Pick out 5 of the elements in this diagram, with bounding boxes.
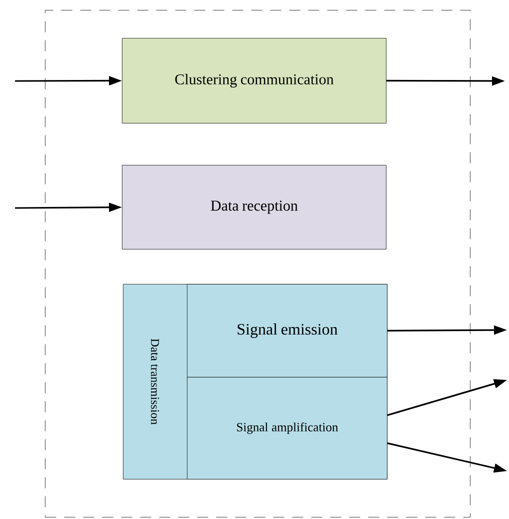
process-box: Clustering communication (122, 38, 386, 124)
process-box: Data reception (122, 165, 386, 250)
process-box: Signal emission (187, 284, 388, 378)
process-box: Signal amplification (187, 377, 388, 480)
dashed-boundary (45, 10, 470, 518)
